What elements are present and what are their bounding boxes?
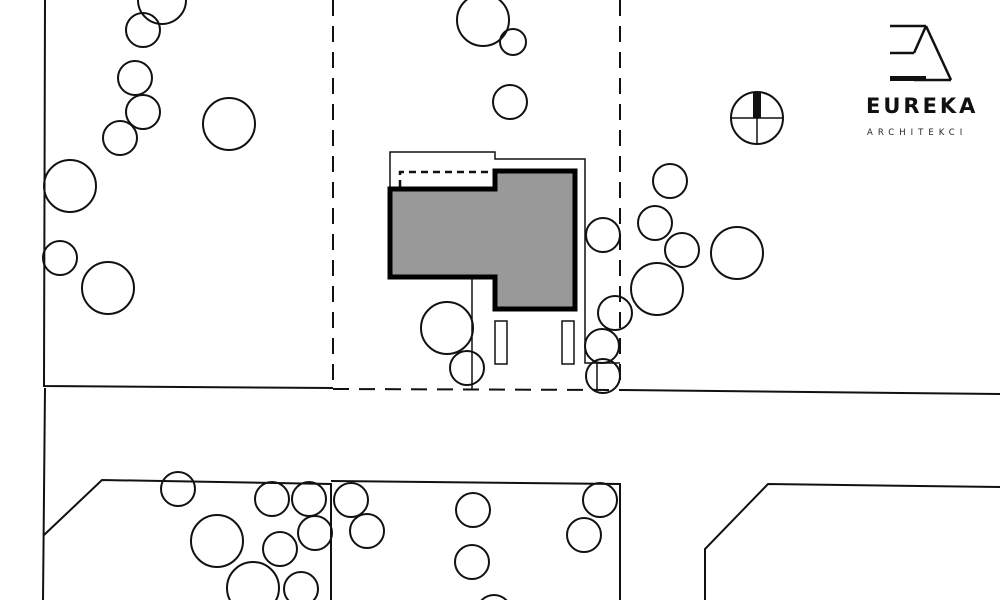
tree-icon — [102, 120, 138, 156]
tree-icon — [42, 240, 78, 276]
tree-icon — [333, 482, 369, 518]
tree-icon — [420, 301, 474, 355]
tree-icon — [262, 531, 298, 567]
logo-subtitle: ARCHITEKCI — [867, 128, 968, 138]
plot-lower-right — [704, 482, 1000, 600]
plot-lower-middle — [330, 480, 621, 600]
tree-icon — [585, 358, 621, 394]
tree-icon — [456, 0, 510, 47]
tree-icon — [202, 97, 256, 151]
tree-icon — [710, 226, 764, 280]
tree-icon — [190, 514, 244, 568]
tree-icon — [297, 515, 333, 551]
tree-icon — [137, 0, 187, 25]
tree-icon — [117, 60, 153, 96]
subject-plot-boundary — [332, 0, 621, 391]
tree-icon — [637, 205, 673, 241]
site-outline — [389, 151, 620, 364]
building-footprint — [387, 168, 578, 312]
plot-lower-left — [43, 478, 332, 600]
tree-icon — [455, 492, 491, 528]
logo-title: EUREKA — [866, 94, 979, 118]
tree-icon — [226, 561, 280, 600]
eureka-logo-mark — [890, 24, 953, 82]
tree-icon — [630, 262, 684, 316]
tree-icon — [254, 481, 290, 517]
tree-icon — [492, 84, 528, 120]
tree-icon — [125, 94, 161, 130]
tree-icon — [449, 350, 485, 386]
tree-icon — [160, 471, 196, 507]
parking-spot — [494, 320, 508, 365]
tree-icon — [291, 481, 327, 517]
tree-icon — [454, 544, 490, 580]
tree-icon — [125, 12, 161, 48]
plot-upper-right — [619, 389, 1000, 395]
plot-boundaries — [42, 0, 1000, 600]
parking-spots — [494, 320, 575, 365]
plot-upper-left — [42, 0, 334, 389]
tree-icon — [664, 232, 700, 268]
tree-icon — [582, 482, 618, 518]
road-left-edge — [42, 387, 46, 600]
tree-icon — [566, 517, 602, 553]
trees — [42, 0, 764, 600]
tree-icon — [499, 28, 527, 56]
tree-icon — [43, 159, 97, 213]
tree-icon — [480, 594, 508, 600]
tree-icon — [652, 163, 688, 199]
tree-icon — [584, 328, 620, 364]
terrace-outline — [398, 170, 495, 187]
parking-spot — [561, 320, 575, 365]
tree-icon — [349, 513, 385, 549]
north-arrow-icon — [730, 91, 784, 145]
tree-icon — [283, 571, 319, 600]
tree-icon — [597, 295, 633, 331]
tree-icon — [81, 261, 135, 315]
tree-icon — [585, 217, 621, 253]
